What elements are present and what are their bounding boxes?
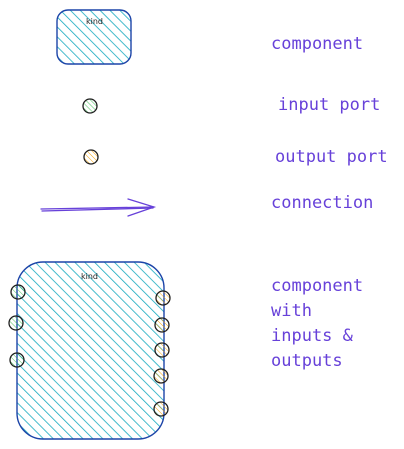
component-label: component — [271, 34, 364, 54]
component-box: kind — [56, 9, 132, 65]
input-port-symbol — [82, 98, 98, 114]
input-port — [10, 284, 26, 300]
input-port-label: input port — [278, 95, 381, 115]
output-port — [153, 368, 169, 384]
output-port — [155, 290, 171, 306]
input-port — [9, 352, 25, 368]
output-port-symbol — [83, 149, 99, 165]
input-port — [8, 315, 24, 331]
large-component-kind-label: kind — [81, 272, 98, 281]
connection-label: connection — [271, 193, 374, 213]
component-kind-label: kind — [86, 17, 103, 26]
connection-arrow — [40, 198, 157, 217]
component-with-ports-label: component with inputs & outputs — [271, 276, 364, 371]
component-with-ports: kind — [8, 261, 171, 440]
output-port — [154, 317, 170, 333]
output-port — [154, 342, 170, 358]
output-port-label: output port — [275, 147, 388, 167]
output-port — [153, 401, 169, 417]
